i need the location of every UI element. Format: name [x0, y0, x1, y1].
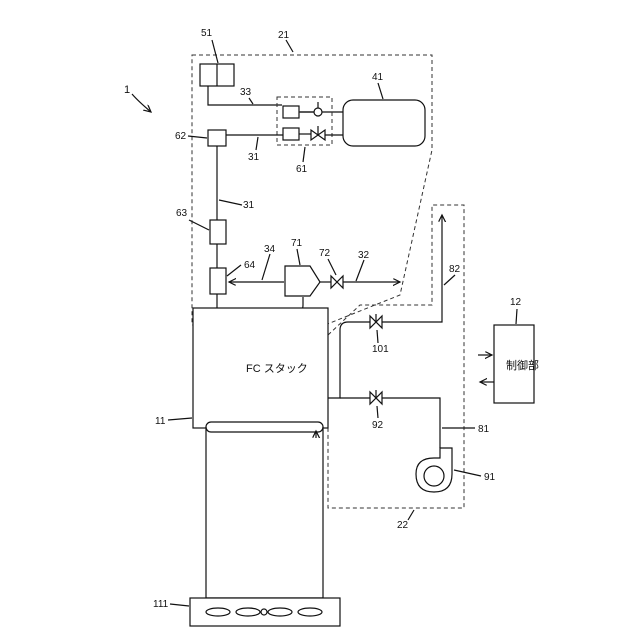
leader-33	[249, 98, 253, 104]
system-label: 1	[124, 84, 130, 96]
label-31-upper: 31	[248, 152, 260, 163]
leader-31-upper	[256, 137, 258, 150]
fan-blade-2	[236, 608, 260, 616]
leader-64	[227, 265, 241, 276]
leader-34	[262, 254, 270, 280]
label-72: 72	[319, 248, 331, 259]
leader-111	[170, 604, 189, 606]
label-33: 33	[240, 87, 252, 98]
label-32: 32	[358, 250, 370, 261]
leader-11	[168, 418, 192, 420]
leader-12	[516, 309, 517, 324]
component-62	[208, 130, 226, 146]
fan-blade-3	[268, 608, 292, 616]
label-111: 111	[153, 599, 169, 610]
leader-41	[378, 83, 383, 99]
pipe-81	[382, 398, 440, 448]
leader-91	[454, 470, 481, 476]
label-63: 63	[176, 208, 188, 219]
fan-blade-4	[298, 608, 322, 616]
pump-91-impeller	[424, 466, 444, 486]
label-64: 64	[244, 260, 256, 271]
tank-41	[343, 100, 425, 146]
label-71: 71	[291, 238, 303, 249]
leader-62	[188, 136, 207, 138]
separator-71	[285, 266, 320, 296]
label-21: 21	[278, 30, 290, 41]
label-12: 12	[510, 297, 522, 308]
leader-22	[408, 510, 414, 520]
controller-label: 制御部	[506, 358, 539, 372]
leader-21	[286, 40, 293, 52]
system-pointer	[132, 94, 151, 112]
leader-61	[303, 147, 305, 162]
label-34: 34	[264, 244, 276, 255]
leader-72	[328, 259, 336, 275]
label-62: 62	[175, 131, 187, 142]
label-82: 82	[449, 264, 461, 275]
leader-32	[356, 260, 364, 281]
component-64	[210, 268, 226, 294]
leader-31-lower	[219, 200, 242, 205]
label-101: 101	[372, 344, 389, 355]
label-61: 61	[296, 164, 308, 175]
component-63	[210, 220, 226, 244]
fan-hub	[261, 609, 267, 615]
label-22: 22	[397, 520, 409, 531]
valve-72	[331, 276, 343, 288]
coolant-loop-left	[328, 322, 370, 398]
label-81: 81	[478, 424, 490, 435]
component-61-gauge	[314, 108, 322, 116]
fc-stack-label: FC スタック	[246, 362, 308, 375]
label-91: 91	[484, 472, 496, 483]
leader-92	[377, 406, 378, 418]
leader-71	[297, 249, 300, 265]
label-11: 11	[155, 416, 166, 427]
leader-82	[444, 275, 455, 285]
component-61-actuator-box	[283, 128, 299, 140]
label-51: 51	[201, 28, 213, 39]
leader-101	[377, 330, 378, 343]
label-31-lower: 31	[243, 200, 255, 211]
component-61-sensor-box	[283, 106, 299, 118]
fan-blade-1	[206, 608, 230, 616]
pipe-82	[382, 215, 442, 322]
label-41: 41	[372, 72, 384, 83]
leader-51	[212, 40, 218, 63]
radiator-top-cap	[206, 422, 323, 432]
label-92: 92	[372, 420, 384, 431]
